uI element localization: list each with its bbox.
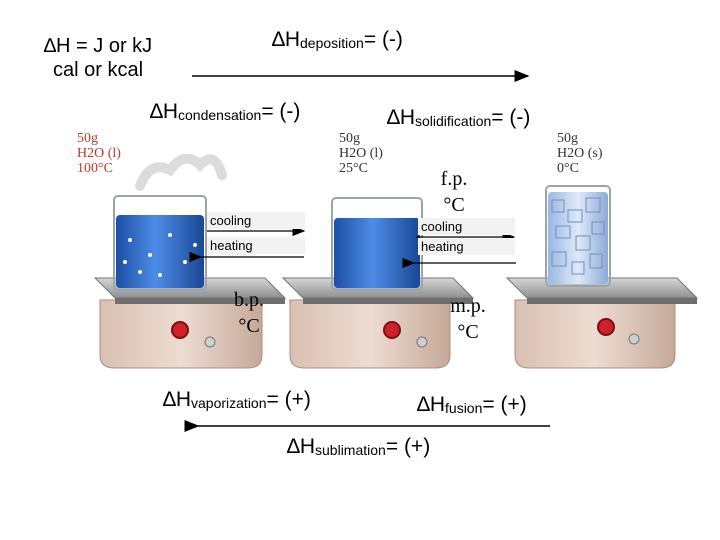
solidification-label: ∆Hsolidification= (-) (387, 106, 530, 130)
hot-plate-3 (505, 277, 699, 369)
mass: 50g (339, 131, 360, 146)
mass: 50g (77, 131, 98, 146)
fusion-label: ∆Hfusion= (+) (417, 393, 527, 417)
units-note: ∆H = J or kJ cal or kcal (22, 34, 174, 82)
delta-h: ∆H (150, 100, 179, 123)
beaker-3-label: 50g H2O (s) 0°C (557, 131, 603, 176)
temperature: 0°C (557, 161, 579, 176)
beaker-2-label: 50g H2O (l) 25°C (339, 131, 383, 176)
boiling-point-label: b.p. °C (219, 287, 279, 339)
delta-h: ∆H (417, 393, 446, 416)
knob-icon (597, 318, 615, 336)
mp-unit: °C (457, 321, 479, 343)
vaporization-label: ∆Hvaporization= (+) (163, 388, 311, 412)
process-name: sublimation (315, 442, 386, 458)
beaker-ice (545, 185, 611, 287)
beaker-liquid-water (331, 197, 423, 291)
delta-h: ∆H (287, 435, 316, 458)
steam-icon (135, 153, 227, 191)
temperature: 100°C (77, 161, 113, 176)
formula: H2O (s) (557, 146, 603, 161)
bp-unit: °C (238, 315, 260, 337)
cooling-box-right: cooling (418, 218, 515, 235)
sign: = (+) (266, 388, 311, 411)
process-name: vaporization (191, 395, 267, 411)
sign: = (+) (482, 393, 527, 416)
beaker-boiling-water (113, 153, 227, 291)
mp-text: m.p. (450, 295, 486, 317)
melting-point-label: m.p. °C (436, 293, 500, 345)
sign: = (-) (363, 28, 403, 51)
units-line-1: ∆H = J or kJ (43, 35, 153, 57)
knob-icon (383, 321, 401, 339)
heating-box-right: heating (418, 238, 515, 255)
delta-h: ∆H (387, 106, 416, 129)
freezing-point-label: f.p. °C (424, 166, 484, 218)
process-name: fusion (445, 400, 483, 416)
process-name: condensation (178, 107, 262, 123)
cooling-box-left: cooling (207, 212, 305, 229)
formula: H2O (l) (339, 146, 383, 161)
process-name: solidification (415, 113, 492, 129)
mass: 50g (557, 131, 578, 146)
delta-h: ∆H (272, 28, 301, 51)
condensation-label: ∆Hcondensation= (-) (150, 100, 300, 124)
sublimation-label: ∆Hsublimation= (+) (287, 435, 430, 459)
fp-text: f.p. (440, 168, 468, 190)
knob-icon (171, 321, 189, 339)
heating-box-left: heating (207, 237, 305, 254)
process-name: deposition (300, 35, 364, 51)
beaker-1-label: 50g H2O (l) 100°C (77, 131, 121, 176)
sign: = (-) (491, 106, 531, 129)
formula: H2O (l) (77, 146, 121, 161)
temperature: 25°C (339, 161, 368, 176)
fp-unit: °C (443, 194, 465, 216)
deposition-label: ∆Hdeposition= (-) (272, 28, 403, 52)
units-line-2: cal or kcal (52, 59, 144, 81)
bp-text: b.p. (234, 289, 264, 311)
sign: = (+) (385, 435, 431, 458)
sign: = (-) (261, 100, 301, 123)
delta-h: ∆H (163, 388, 192, 411)
